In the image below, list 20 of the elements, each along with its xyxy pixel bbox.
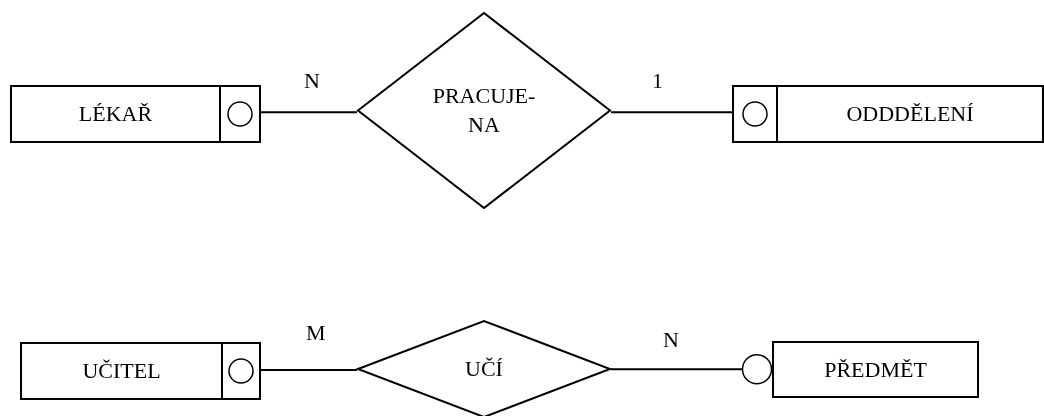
relationship-diamond xyxy=(357,320,611,416)
entity-name: LÉKAŘ xyxy=(77,100,154,128)
cardinality-label: 1 xyxy=(652,70,663,92)
relationship-name: PRACUJE- NA xyxy=(431,81,537,139)
entity-name: UČITEL xyxy=(81,357,162,385)
connector-line xyxy=(260,369,358,371)
connector-line xyxy=(260,111,358,114)
connector-line xyxy=(610,354,773,385)
entity-name: ODDDĚLENÍ xyxy=(845,100,975,128)
connector-line xyxy=(610,111,733,114)
cardinality-label: N xyxy=(663,329,679,351)
relationship-name: UČÍ xyxy=(464,354,504,383)
entity-box xyxy=(772,341,979,398)
entity-box xyxy=(732,85,1044,143)
entity-name: PŘEDMĚT xyxy=(823,355,928,384)
cardinality-label: N xyxy=(304,70,320,92)
entity-box xyxy=(10,85,261,143)
relationship-diamond xyxy=(357,12,611,209)
cardinality-label: M xyxy=(306,322,326,344)
entity-box xyxy=(20,342,261,400)
